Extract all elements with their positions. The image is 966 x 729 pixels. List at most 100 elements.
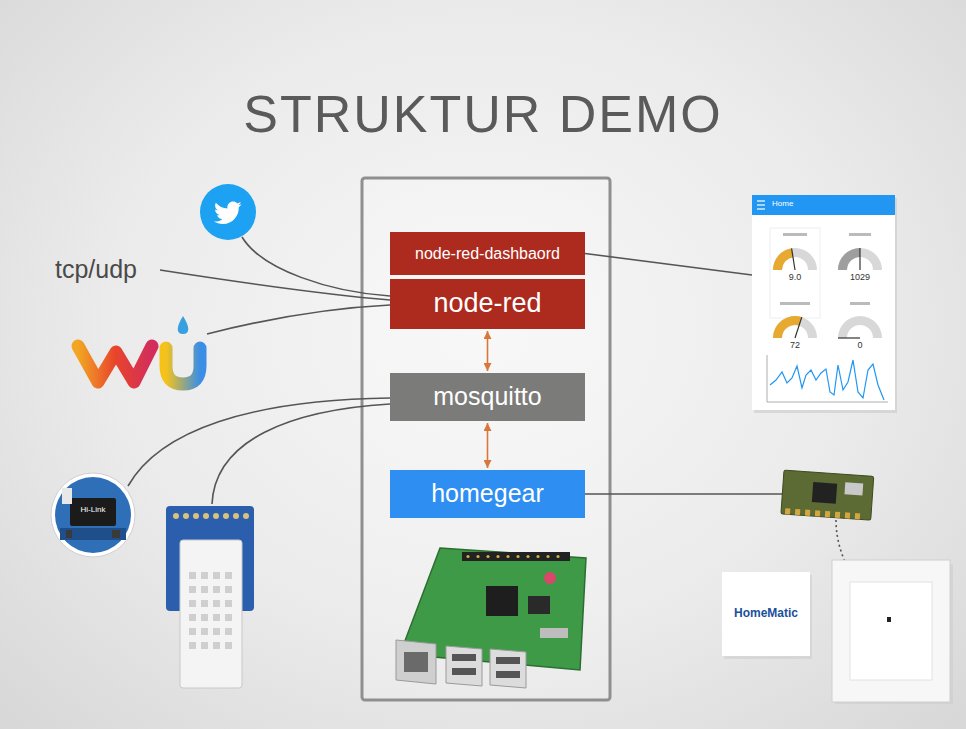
dashboard-screenshot [752, 195, 895, 410]
radio-module [781, 470, 874, 520]
raspberry-pi [396, 548, 586, 688]
raspberry-pi [526, 555, 529, 558]
dashboard-screenshot [783, 233, 807, 236]
wall-switch [832, 560, 953, 704]
raspberry-pi [404, 652, 428, 672]
radio-module [785, 508, 790, 514]
dashboard-screenshot [850, 302, 870, 305]
wire [585, 493, 784, 495]
relay-module [51, 473, 135, 557]
service-box: node-red [390, 279, 585, 329]
dht-sensor [189, 642, 196, 649]
twitter-icon [214, 202, 242, 224]
relay-module [51, 473, 135, 557]
raspberry-pi [496, 657, 520, 664]
relay-module [112, 530, 120, 538]
raspberry-pi [556, 555, 559, 558]
relay-module [55, 477, 131, 553]
raspberry-pi [486, 555, 489, 558]
dht-sensor [189, 572, 232, 649]
wire [212, 404, 390, 504]
dht-sensor [189, 614, 196, 621]
dht-sensor [189, 628, 196, 635]
dashboard-screenshot [780, 233, 871, 305]
radio-module [795, 509, 800, 515]
raspberry-pi [528, 596, 550, 614]
dht-sensor [193, 513, 199, 519]
dashboard-screenshot [795, 317, 802, 338]
connector-line [585, 254, 752, 276]
radio-module [785, 508, 860, 519]
dashboard-panel: Home9.01029720 [752, 195, 895, 410]
service-box: mosquitto [390, 373, 585, 421]
slide-title: STRUKTUR DEMO [0, 86, 966, 143]
wu-logo [78, 346, 152, 382]
dht-sensor [225, 642, 232, 649]
relay-module [70, 498, 116, 526]
radio-module [825, 511, 830, 517]
dht-sensor [201, 586, 208, 593]
dht-sensor [243, 513, 249, 519]
dashboard-screenshot [767, 355, 768, 402]
dashboard-screenshot [849, 233, 871, 236]
dht-sensor [201, 628, 208, 635]
logo-box: HomeMatic [722, 572, 810, 656]
dashboard-screenshot [767, 402, 888, 403]
raspberry-pi [536, 555, 539, 558]
raspberry-pi [516, 555, 519, 558]
dashboard-screenshot [773, 316, 817, 338]
box-label: HomeMatic [734, 607, 798, 620]
dht-sensor [213, 586, 220, 593]
dashboard-screenshot [757, 208, 765, 209]
relay-module [62, 488, 72, 504]
connector-arrow [487, 423, 489, 468]
dht-sensor [180, 540, 242, 688]
dht-sensor [225, 600, 232, 607]
box-label: node-red-dashbaord [415, 245, 560, 263]
twitter-icon [200, 184, 256, 240]
connector-arrow [487, 331, 489, 371]
dht-sensor [203, 513, 209, 519]
wire [160, 270, 390, 300]
radio-module [844, 482, 863, 495]
raspberry-pi [446, 646, 482, 686]
dht-sensor [213, 572, 220, 579]
raspberry-pi [540, 628, 568, 638]
pi-frame [362, 178, 610, 700]
dashboard-screenshot [792, 248, 795, 270]
dht-sensor [201, 600, 208, 607]
raspberry-pi [486, 586, 518, 616]
dht-sensor [225, 614, 232, 621]
raspberry-pi [452, 668, 476, 675]
dht-sensor [201, 572, 208, 579]
dashboard-screenshot [838, 248, 860, 270]
dashboard-screenshot [757, 200, 765, 201]
wire [242, 237, 390, 296]
dht-sensor [166, 506, 254, 688]
wu-logo [178, 316, 189, 334]
wu-logo [78, 316, 200, 384]
box-label: mosquitto [433, 383, 541, 411]
dht-sensor [201, 642, 208, 649]
gauge-value: 72 [790, 341, 800, 351]
radio-module [812, 482, 837, 504]
gauge-value: 0 [857, 341, 862, 351]
dht-sensor [189, 600, 196, 607]
dashboard-screenshot [752, 195, 895, 215]
dht-sensor [213, 628, 220, 635]
raspberry-pi [466, 555, 469, 558]
radio-module [815, 510, 820, 516]
raspberry-pi [544, 572, 556, 584]
raspberry-pi [396, 640, 436, 684]
wire [128, 398, 390, 486]
dht-sensor [225, 572, 232, 579]
dht-sensor [233, 513, 239, 519]
dht-sensor [213, 642, 220, 649]
dashboard-screenshot [780, 302, 810, 305]
wire [207, 305, 390, 334]
header-text: Home [772, 200, 793, 209]
dashboard-screenshot [752, 195, 897, 413]
raspberry-pi [452, 654, 476, 661]
dht-sensor [213, 513, 219, 519]
